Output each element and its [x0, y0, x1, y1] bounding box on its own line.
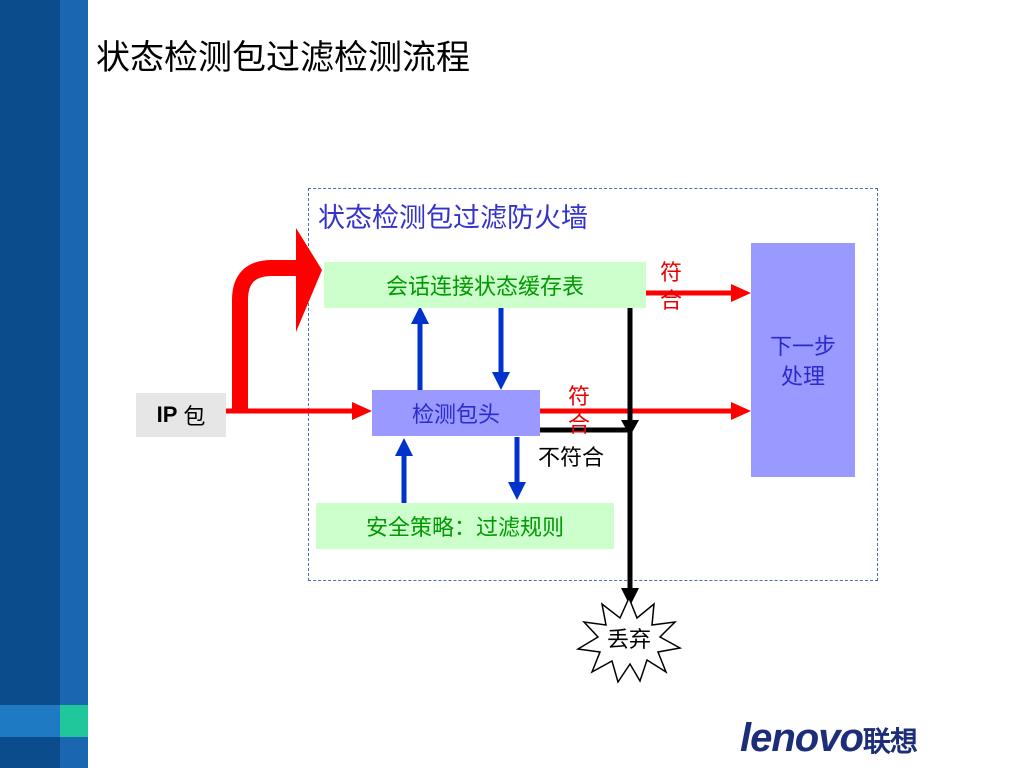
curved-arrow-to-session-table: [232, 260, 298, 410]
sidebar-decoration-light: [60, 0, 88, 768]
firewall-boundary: [308, 188, 878, 581]
logo-cn: 联想: [862, 725, 918, 758]
next-step-line1: 下一步: [769, 335, 836, 360]
ip-packet-prefix: IP: [156, 402, 178, 427]
match-label-mid-char1: 符: [567, 385, 590, 410]
sidebar-decoration: [0, 0, 60, 768]
lenovo-logo: lenovo联想: [740, 716, 918, 761]
match-label-mid: 符 合: [566, 384, 592, 440]
logo-brand: lenovo: [740, 716, 864, 760]
ip-packet-suffix: 包: [183, 405, 206, 430]
firewall-title: 状态检测包过滤防火墙: [318, 203, 588, 234]
match-label-mid-char2: 合: [567, 413, 590, 438]
match-label-top-char2: 合: [659, 289, 682, 314]
sidebar-band: [0, 705, 60, 737]
match-label-top-char1: 符: [659, 261, 682, 286]
discard-label: 丢弃: [606, 628, 651, 653]
match-label-top: 符 合: [658, 260, 684, 316]
check-header-node: 检测包头: [372, 390, 540, 436]
arrow-to-discard-head: [621, 588, 639, 606]
session-state-table: 会话连接状态缓存表: [324, 262, 646, 308]
arrow-session-to-check-head: [492, 372, 510, 390]
curved-arrow-head: [296, 228, 322, 332]
arrow-check-to-next-head: [731, 402, 751, 420]
arrow-check-to-session-head: [411, 306, 429, 324]
arrow-policy-to-check-head: [395, 438, 413, 456]
discard-starburst: [575, 596, 683, 684]
arrow-check-to-policy-head: [508, 482, 526, 500]
sidebar-accent-square: [60, 705, 88, 737]
mismatch-label: 不符合: [538, 446, 605, 471]
arrow-session-to-next-head: [731, 284, 751, 302]
page-title: 状态检测包过滤检测流程: [96, 38, 470, 78]
security-policy-node: 安全策略：过滤规则: [316, 503, 614, 549]
ip-packet-node: IP 包: [136, 393, 226, 437]
next-step-node: 下一步 处理: [751, 243, 855, 477]
next-step-line2: 处理: [780, 365, 825, 390]
arrow-ip-to-check-head: [352, 402, 372, 420]
